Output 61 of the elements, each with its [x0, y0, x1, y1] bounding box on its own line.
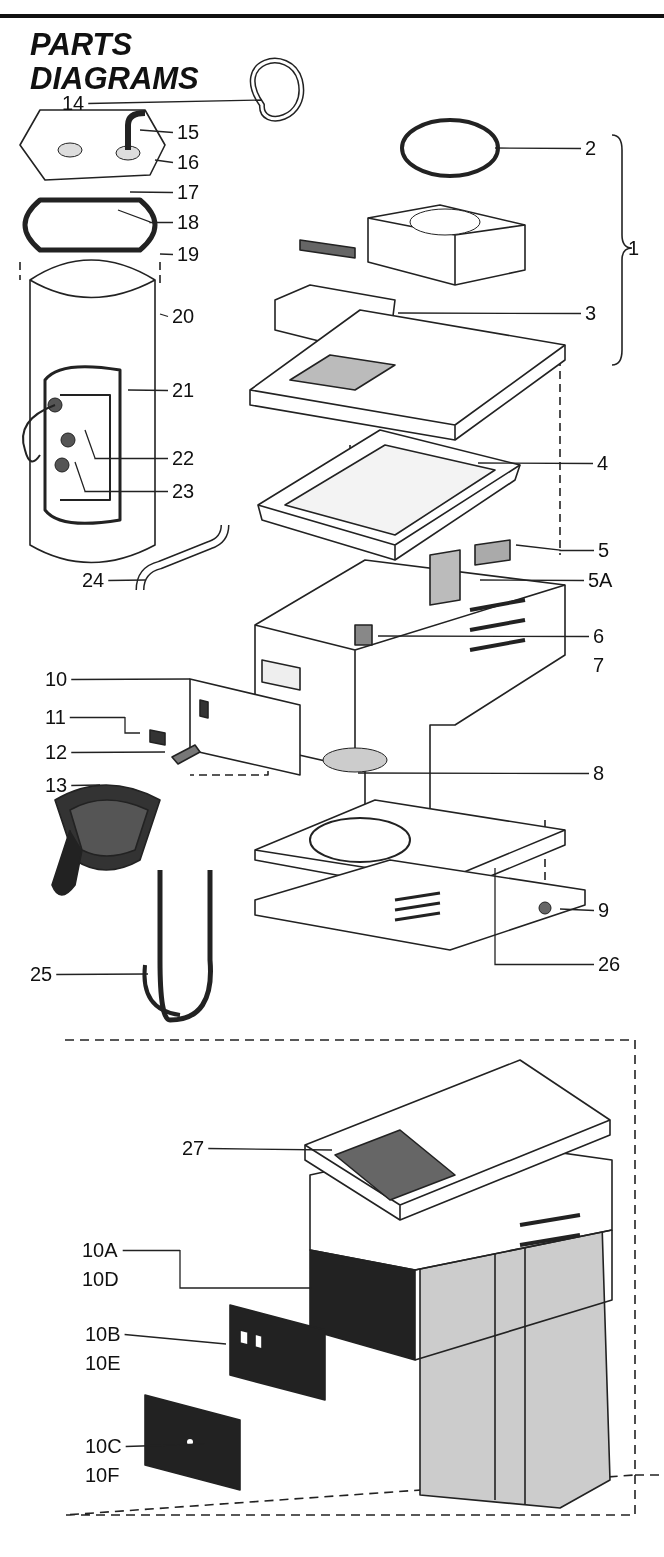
leader-line [123, 1333, 227, 1345]
callout-number: 10 [45, 667, 68, 692]
callout-number: 26 [598, 952, 621, 977]
leader-line [377, 635, 590, 638]
callout-number: 11 [45, 705, 66, 730]
leader-line [479, 579, 585, 582]
leader-line [69, 716, 141, 734]
callout-number: 27 [182, 1136, 205, 1161]
callout-number: 22 [172, 446, 195, 471]
leader-line [127, 389, 169, 392]
leader-line [87, 99, 263, 105]
callout-number: 10A [82, 1238, 119, 1263]
leader-line [139, 129, 174, 134]
callout-number: 5 [598, 538, 610, 563]
callout-number: 20 [172, 304, 195, 329]
leader-line [207, 1147, 333, 1151]
callout-number: 1 [628, 236, 640, 260]
leader-line [74, 461, 169, 493]
leader-line [159, 313, 169, 318]
leader-line [477, 462, 594, 465]
leader-line [397, 312, 582, 315]
callout-number: 23 [172, 479, 195, 504]
leader-line [122, 1249, 313, 1289]
callout-number: 3 [585, 301, 597, 326]
leader-line [559, 908, 595, 912]
leader-line [84, 429, 169, 460]
callout-number: 4 [597, 451, 609, 476]
callout-number: 10F [85, 1463, 121, 1488]
leader-line [107, 579, 146, 582]
callout-number: 2 [585, 136, 597, 161]
callout-number: 10E [85, 1351, 121, 1376]
leader-line [70, 751, 166, 754]
leader-line [515, 544, 595, 552]
leader-line [494, 147, 582, 150]
leader-line [154, 159, 174, 164]
leader-line [159, 253, 174, 256]
callout-number: 5A [588, 568, 613, 593]
callout-number: 17 [177, 180, 200, 205]
leader-line [70, 784, 101, 787]
leader-line [70, 678, 191, 681]
callout-number: 15 [177, 120, 200, 145]
leader-line [55, 973, 149, 976]
callout-number: 13 [45, 773, 68, 798]
callout-number: 7 [593, 653, 605, 678]
callout-number: 12 [45, 740, 68, 765]
callout-number: 24 [82, 568, 105, 593]
callout-number: 10D [82, 1267, 119, 1292]
leader-line [117, 209, 174, 224]
callout-number: 9 [598, 898, 610, 923]
callout-number: 16 [177, 150, 200, 175]
leader-line [357, 772, 590, 775]
callout-number: 10B [85, 1322, 121, 1347]
callout-number: 25 [30, 962, 53, 987]
callout-number: 18 [177, 210, 200, 235]
callout-number: 8 [593, 761, 605, 786]
callout-number: 6 [593, 624, 605, 649]
callout-number: 10C [85, 1434, 122, 1459]
leader-line [494, 867, 595, 966]
leader-line [129, 191, 174, 194]
callout-number: 21 [172, 378, 195, 403]
callout-number: 19 [177, 242, 200, 267]
